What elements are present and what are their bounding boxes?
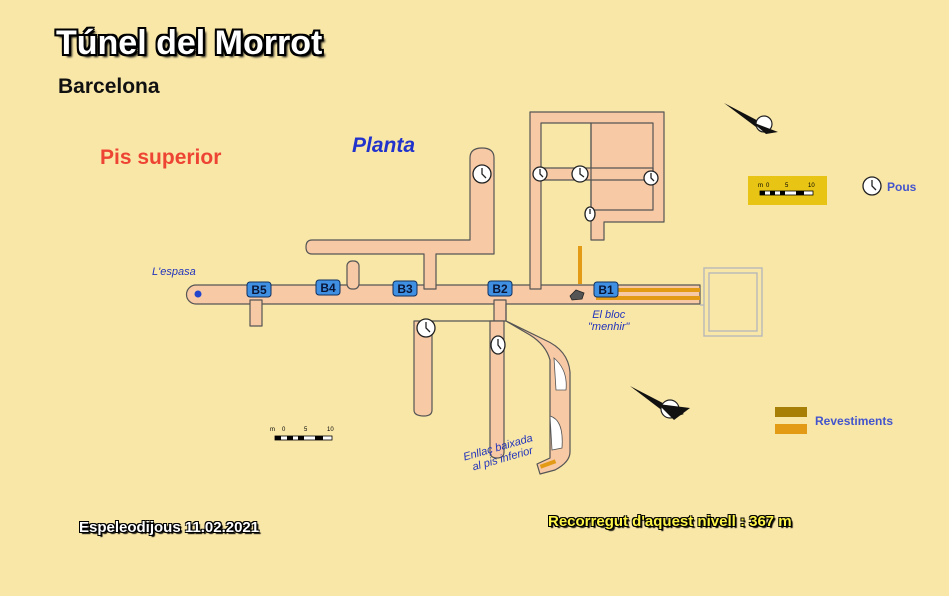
north-complex [529, 111, 665, 290]
station-b3: B3 [392, 280, 418, 297]
pou-icon [532, 166, 548, 182]
menhir-icon [569, 289, 585, 301]
svg-text:0: 0 [766, 183, 770, 189]
map-title: Túnel del Morrot [56, 24, 323, 62]
north-inner-loop [590, 122, 654, 211]
east-structure [700, 267, 763, 337]
map-subtitle: Barcelona [58, 75, 160, 98]
note-bloc-menhir: El bloc "menhir" [588, 309, 629, 333]
station-b5: B5 [246, 281, 272, 298]
scale-bar-map: m 0 5 10 [270, 427, 334, 441]
rubble-south [553, 357, 567, 391]
pou-icon [571, 165, 589, 183]
pou-icon [490, 335, 506, 355]
legend-revestiments-label: Revestiments [815, 414, 894, 428]
pou-icon [416, 318, 436, 338]
pou-icon [584, 206, 596, 222]
rubble-south-2 [549, 415, 563, 451]
svg-text:10: 10 [327, 427, 334, 433]
svg-text:10: 10 [808, 183, 815, 189]
revestiment-b1-lower [596, 296, 700, 300]
pou-icon [472, 164, 492, 184]
level-label: Pis superior [100, 146, 222, 169]
magnetic-north-arrow-icon [630, 386, 690, 420]
station-b1: B1 [593, 281, 619, 298]
view-label: Planta [352, 134, 416, 157]
svg-text:0: 0 [282, 427, 286, 433]
legend-revestiment-dark-swatch [775, 407, 807, 417]
level-distance: Recorregut d'aquest nivell : 367 m [548, 513, 792, 530]
revestiment-south [539, 459, 557, 469]
svg-text:B4: B4 [320, 281, 336, 295]
revestiment-marks [539, 246, 700, 469]
b4-branch [346, 260, 360, 290]
south-center-branch [489, 320, 505, 459]
svg-text:B3: B3 [397, 282, 413, 296]
svg-text:5: 5 [785, 183, 789, 189]
wells [416, 164, 882, 355]
pou-icon [643, 170, 659, 186]
b5-branch [249, 299, 263, 327]
note-bloc-line1: El bloc [592, 309, 626, 321]
note-bloc-line2: "menhir" [588, 321, 630, 333]
scale-bar-legend-graphic: m 0 5 10 [758, 183, 815, 196]
upper-west-branch [305, 147, 495, 290]
svg-text:B1: B1 [598, 283, 614, 297]
south-branches [413, 299, 507, 417]
revestiment-north [578, 246, 582, 284]
note-espasa: L'espasa [152, 266, 196, 278]
svg-text:m: m [270, 427, 275, 433]
north-arrow-icon [724, 103, 778, 134]
espasa-marker [194, 290, 202, 298]
survey-date: Espeleodijous 11.02.2021 [79, 519, 260, 536]
svg-text:B2: B2 [492, 282, 508, 296]
legend-pous-label: Pous [887, 180, 917, 194]
pou-legend-icon [862, 176, 882, 196]
station-b2: B2 [487, 280, 513, 297]
scale-bar-legend: m 0 5 10 [748, 176, 827, 205]
station-b4: B4 [315, 279, 341, 296]
revestiment-b1-upper [596, 288, 700, 292]
north-corridor [540, 167, 654, 181]
legend-revestiment-light-swatch [775, 424, 807, 434]
station-badges: B5 B4 B3 B2 B1 [246, 279, 619, 298]
svg-text:m: m [758, 183, 763, 189]
svg-text:B5: B5 [251, 283, 267, 297]
svg-text:5: 5 [304, 427, 308, 433]
